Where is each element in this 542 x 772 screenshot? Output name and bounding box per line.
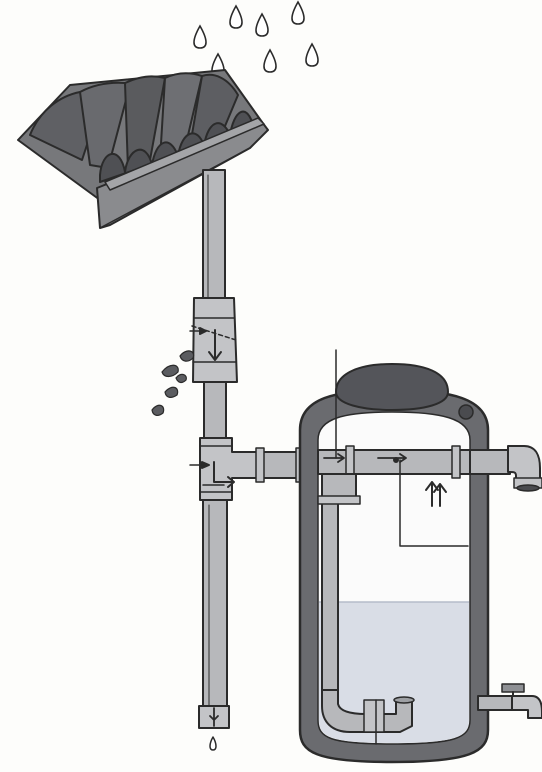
downpipe-upper [203,170,225,310]
leaf-1 [162,365,178,376]
raindrop-icon [194,26,206,48]
raindrop-icon [292,2,304,24]
corrugated-roof [18,70,268,228]
first-flush-chamber [203,500,227,710]
downpipe [152,170,262,750]
vent-cap [459,405,473,419]
raindrop-icon [264,50,276,72]
tank-lid [336,364,448,410]
leaf-3 [165,387,178,397]
leaf-2 [180,351,194,361]
tee-junction [200,438,262,500]
storage-tank [300,350,542,762]
leaf-4 [152,405,164,415]
drip-drop [210,737,216,750]
downpipe-middle [204,382,226,442]
raindrop-icon [230,6,242,28]
raindrop-icon [306,44,318,66]
leaf-5 [176,374,186,382]
raindrop-icon [256,14,268,36]
overflow-pipe [470,450,510,474]
